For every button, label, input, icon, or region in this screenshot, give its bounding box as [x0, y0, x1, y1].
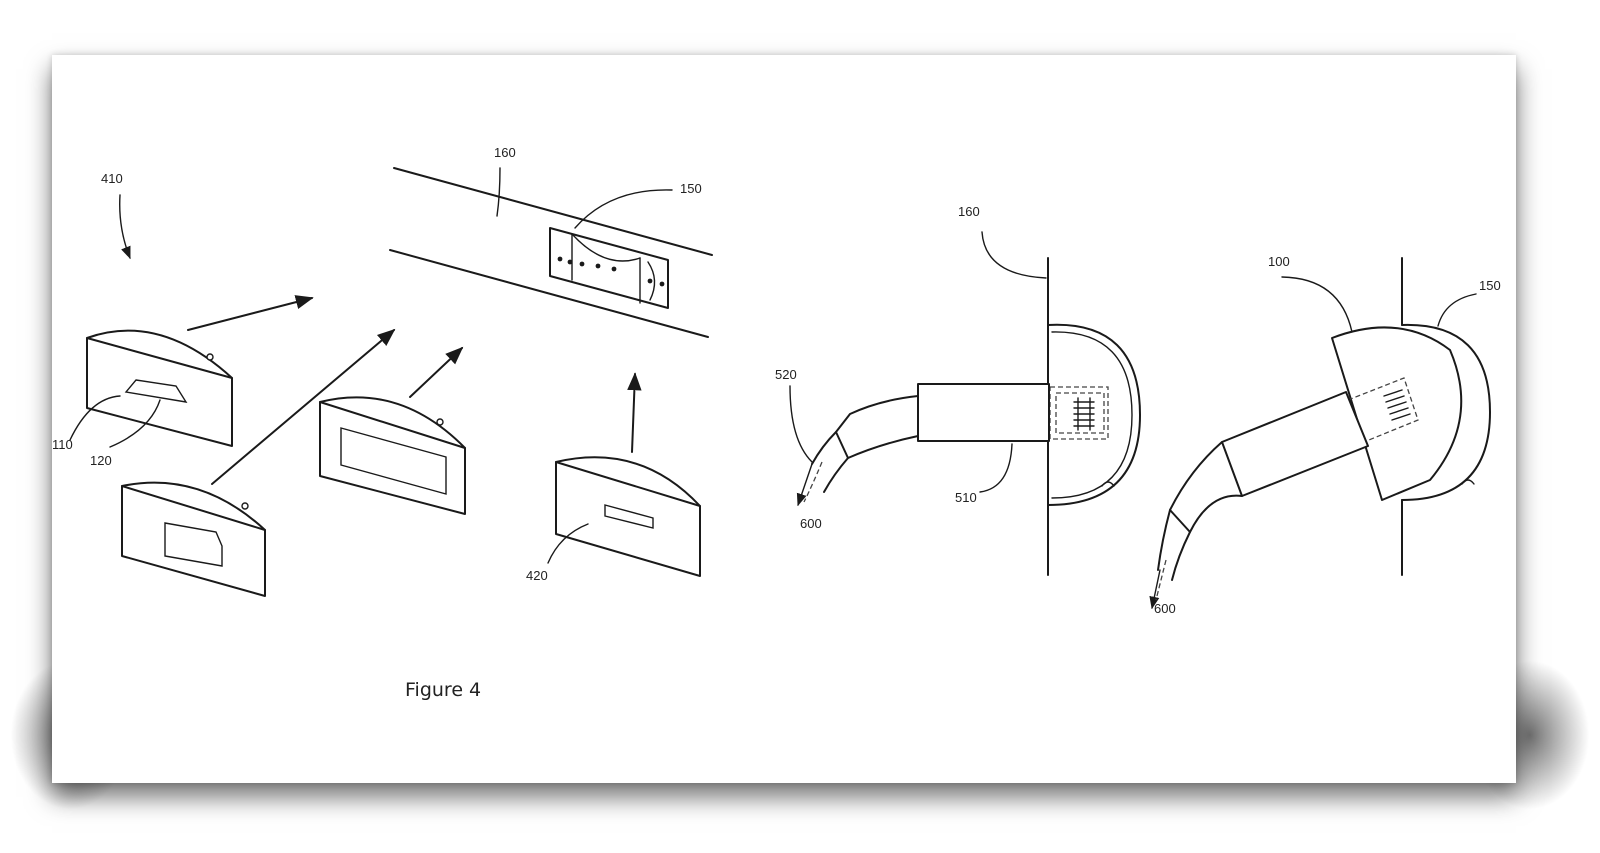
ref-150-right: 150 [1479, 278, 1501, 293]
connector-plug-right [1149, 377, 1419, 610]
module-a [69, 329, 233, 448]
leader-150a [574, 189, 673, 229]
wall-right [1401, 257, 1491, 576]
ref-600-right: 600 [1154, 601, 1176, 616]
leader-100 [1281, 276, 1353, 333]
ref-160-left: 160 [494, 145, 516, 160]
patent-sheet [52, 55, 1516, 783]
leader-150b [1437, 293, 1477, 327]
leader-520 [789, 385, 813, 463]
module-c [319, 396, 466, 515]
device-body-100 [1281, 276, 1463, 501]
module-b [121, 481, 266, 597]
leader-420 [547, 523, 589, 564]
ref-420: 420 [526, 568, 548, 583]
arrow-module-b [211, 328, 396, 485]
ref-120: 120 [90, 453, 112, 468]
ref-160-middle: 160 [958, 204, 980, 219]
strap-socket-150 [549, 227, 669, 309]
ref-110: 110 [52, 437, 73, 452]
module-d [547, 456, 701, 577]
arrow-410 [119, 194, 131, 260]
connector-plug-middle [789, 383, 1109, 507]
ref-600-middle: 600 [800, 516, 822, 531]
strap-band [389, 167, 713, 338]
leader-120 [109, 399, 161, 448]
arrow-module-d [627, 372, 642, 453]
ref-100: 100 [1268, 254, 1290, 269]
figure-caption: Figure 4 [405, 679, 481, 701]
leader-160a [496, 167, 501, 217]
leader-160b [981, 231, 1047, 279]
ref-520: 520 [775, 367, 797, 382]
arrow-module-c [409, 346, 464, 398]
ref-150-left: 150 [680, 181, 702, 196]
arrow-module-a [187, 295, 314, 331]
ref-410: 410 [101, 171, 123, 186]
leader-110 [69, 395, 121, 441]
ref-510: 510 [955, 490, 977, 505]
leader-510 [979, 443, 1013, 493]
